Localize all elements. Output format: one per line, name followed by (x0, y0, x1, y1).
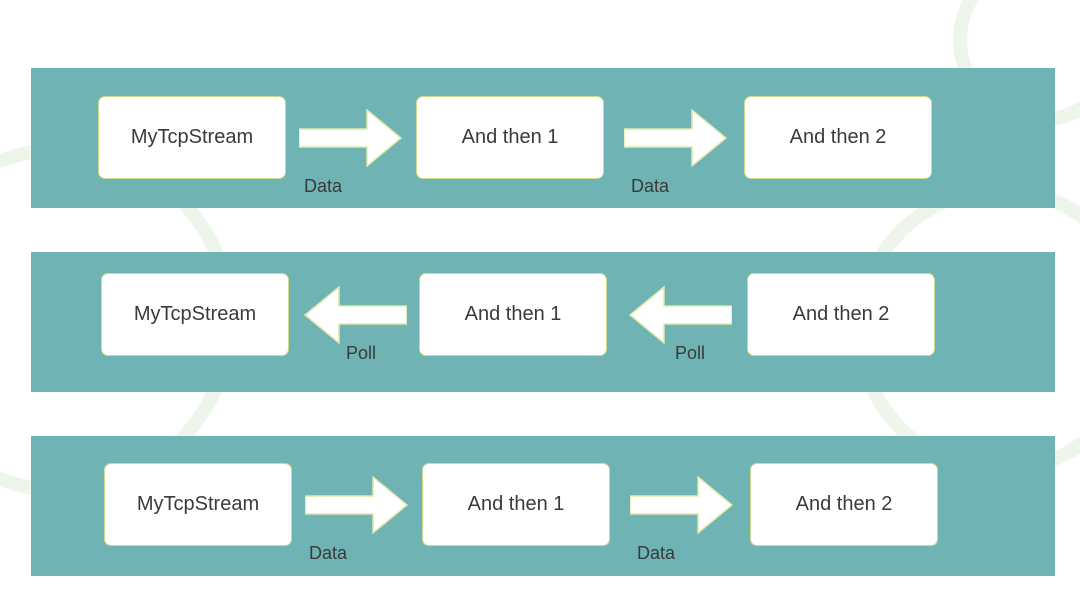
edge-label: Data (631, 176, 670, 196)
arrow-left-icon (303, 286, 407, 344)
node-and-then-1: And then 1 (422, 463, 610, 546)
arrow-right-icon (299, 109, 403, 167)
edge-label: Data (304, 176, 343, 196)
node-label: And then 2 (792, 303, 890, 325)
node-and-then-1: And then 1 (416, 96, 604, 179)
node-and-then-1: And then 1 (419, 273, 607, 356)
node-label: And then 2 (795, 493, 893, 515)
node-and-then-2: And then 2 (750, 463, 938, 546)
node-mytcpstream: MyTcpStream (101, 273, 289, 356)
node-label: MyTcpStream (133, 303, 257, 325)
node-label: And then 1 (467, 493, 565, 515)
node-label: And then 1 (464, 303, 562, 325)
node-and-then-2: And then 2 (747, 273, 935, 356)
node-mytcpstream: MyTcpStream (98, 96, 286, 179)
band-row-2: MyTcpStream Poll And then 1 Poll And the… (31, 252, 1055, 392)
arrow-right-icon (630, 476, 734, 534)
edge-label: Poll (346, 343, 377, 363)
node-and-then-2: And then 2 (744, 96, 932, 179)
node-label: MyTcpStream (136, 493, 260, 515)
edge-label: Data (309, 543, 348, 563)
arrow-left-icon (628, 286, 732, 344)
node-label: And then 2 (789, 126, 887, 148)
band-row-1: MyTcpStream Data And then 1 Data And the… (31, 68, 1055, 208)
node-mytcpstream: MyTcpStream (104, 463, 292, 546)
band-row-3: MyTcpStream Data And then 1 Data And the… (31, 436, 1055, 576)
edge-label: Poll (675, 343, 706, 363)
arrow-right-icon (624, 109, 728, 167)
node-label: And then 1 (461, 126, 559, 148)
node-label: MyTcpStream (130, 126, 254, 148)
edge-label: Data (637, 543, 676, 563)
arrow-right-icon (305, 476, 409, 534)
